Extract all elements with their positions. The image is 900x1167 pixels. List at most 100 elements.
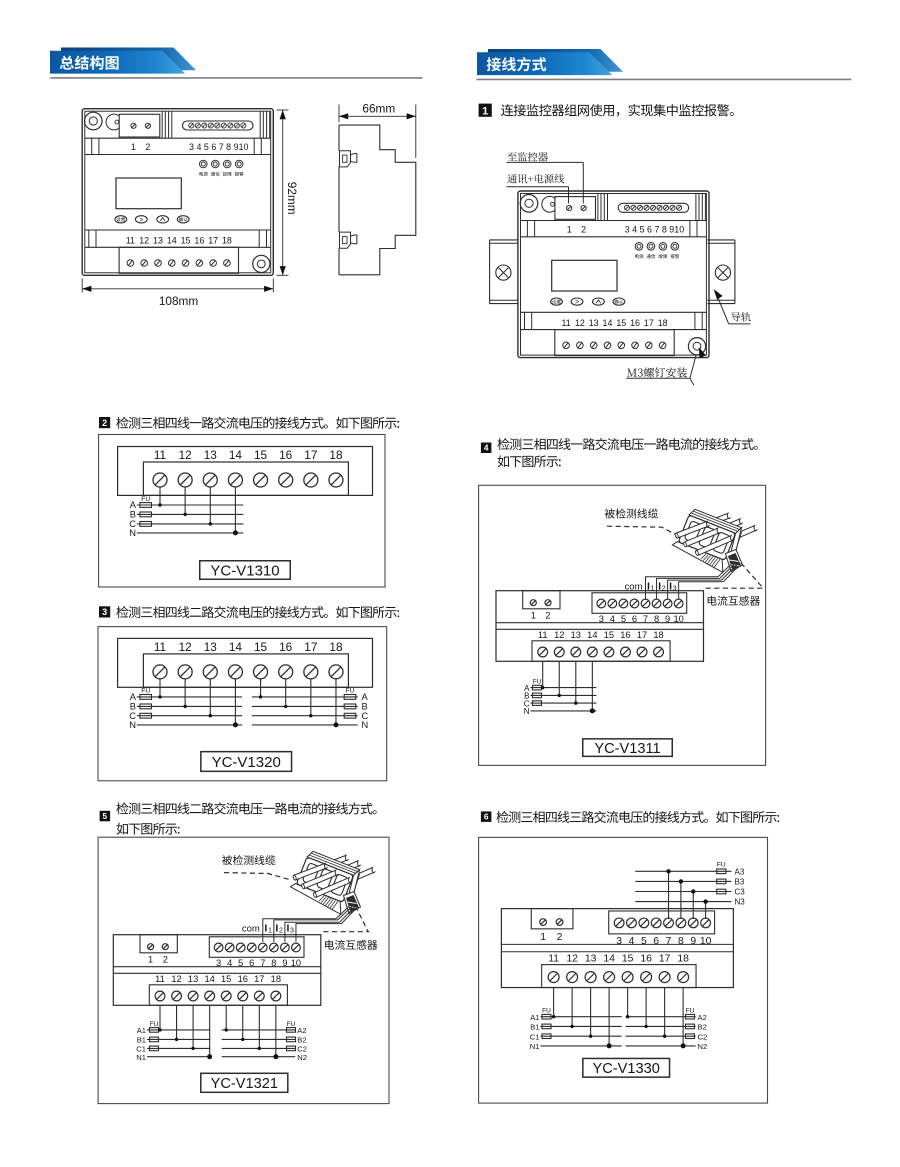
svg-text:16: 16 [620, 630, 630, 640]
svg-text:FU: FU [150, 1021, 159, 1028]
svg-text:I: I [286, 923, 289, 935]
svg-text:B2: B2 [297, 1036, 306, 1045]
svg-text:18: 18 [658, 318, 668, 328]
svg-text:A: A [130, 692, 137, 702]
svg-text:2: 2 [145, 142, 150, 152]
svg-text:C3: C3 [735, 888, 746, 897]
svg-text:17: 17 [637, 630, 647, 640]
svg-text:1: 1 [651, 585, 655, 592]
svg-text:10: 10 [239, 142, 249, 152]
svg-text:5: 5 [103, 811, 108, 821]
svg-text:4: 4 [196, 142, 201, 152]
svg-text:C1: C1 [136, 1045, 146, 1054]
svg-text:16: 16 [640, 954, 652, 965]
svg-text:C: C [524, 699, 530, 708]
svg-text:16: 16 [279, 448, 293, 462]
svg-text:12: 12 [139, 236, 149, 246]
svg-text:11: 11 [126, 236, 135, 246]
svg-text:com: com [242, 924, 260, 935]
svg-text:15: 15 [622, 954, 634, 965]
svg-text:5: 5 [204, 142, 209, 152]
svg-text:6: 6 [249, 958, 254, 968]
svg-text:16: 16 [630, 318, 640, 328]
svg-text:14: 14 [603, 954, 615, 965]
svg-text:1: 1 [148, 955, 153, 965]
svg-text:FU: FU [542, 1008, 551, 1015]
svg-text:N2: N2 [698, 1042, 708, 1051]
svg-text:17: 17 [659, 954, 671, 965]
svg-text:C: C [362, 711, 369, 721]
svg-text:A: A [130, 500, 137, 510]
svg-text:13: 13 [585, 954, 597, 965]
svg-text:15: 15 [604, 630, 614, 640]
svg-text:I: I [275, 923, 278, 935]
svg-text:4: 4 [227, 958, 232, 968]
svg-text:B1: B1 [530, 1023, 539, 1032]
svg-text:8: 8 [662, 224, 667, 234]
svg-text:I: I [658, 581, 661, 593]
svg-text:B1: B1 [137, 1036, 146, 1045]
svg-text:>: > [575, 299, 579, 306]
svg-text:YC-V1321: YC-V1321 [211, 1076, 278, 1092]
svg-text:2: 2 [545, 611, 550, 621]
svg-text:8: 8 [654, 614, 659, 624]
svg-text:9: 9 [690, 936, 696, 947]
svg-text:15: 15 [181, 236, 191, 246]
svg-text:6: 6 [647, 224, 652, 234]
svg-text:6: 6 [484, 812, 489, 822]
svg-text:4: 4 [632, 224, 637, 234]
svg-text:10: 10 [674, 224, 684, 234]
svg-text:I: I [669, 581, 672, 593]
svg-text:1: 1 [567, 224, 572, 234]
svg-text:2: 2 [581, 224, 586, 234]
svg-text:C1: C1 [530, 1032, 540, 1041]
svg-text:15: 15 [616, 318, 626, 328]
svg-text:11: 11 [155, 974, 165, 984]
svg-text:N1: N1 [530, 1042, 540, 1051]
svg-text:FU: FU [141, 688, 150, 695]
svg-text:13: 13 [188, 974, 198, 984]
svg-text:3: 3 [290, 927, 294, 934]
svg-text:7: 7 [654, 224, 659, 234]
svg-text:A2: A2 [698, 1013, 707, 1022]
svg-text:YC-V1320: YC-V1320 [212, 754, 281, 771]
svg-text:N3: N3 [735, 898, 746, 907]
svg-text:11: 11 [154, 448, 166, 462]
svg-text:12: 12 [171, 974, 181, 984]
svg-text:6: 6 [632, 614, 637, 624]
svg-text:12: 12 [554, 630, 564, 640]
svg-text:92mm: 92mm [285, 182, 299, 215]
svg-text:14: 14 [229, 640, 243, 654]
svg-text:12: 12 [179, 448, 192, 462]
svg-text:FU: FU [141, 496, 150, 503]
svg-text:4: 4 [610, 614, 615, 624]
svg-text:1: 1 [131, 142, 136, 152]
svg-text:14: 14 [204, 974, 214, 984]
svg-text:2: 2 [557, 932, 563, 943]
svg-text:A: A [524, 684, 530, 693]
svg-text:B: B [130, 702, 136, 712]
svg-text:com: com [625, 582, 643, 593]
svg-text:C2: C2 [297, 1045, 307, 1054]
svg-text:FU: FU [533, 679, 542, 686]
svg-text:C: C [129, 711, 136, 721]
svg-text:A1: A1 [137, 1026, 146, 1035]
svg-text:12: 12 [575, 318, 585, 328]
svg-text:I: I [647, 581, 650, 593]
svg-text:2: 2 [163, 955, 168, 965]
svg-text:N: N [362, 720, 369, 730]
svg-text:FU: FU [686, 1008, 695, 1015]
svg-text:2: 2 [102, 418, 107, 428]
svg-text:N: N [129, 720, 136, 730]
svg-text:11: 11 [561, 318, 570, 328]
svg-text:11: 11 [154, 640, 166, 654]
svg-text:18: 18 [222, 236, 232, 246]
svg-text:9: 9 [282, 958, 287, 968]
svg-text:A1: A1 [530, 1013, 539, 1022]
svg-text:7: 7 [643, 614, 648, 624]
svg-text:9: 9 [669, 224, 674, 234]
svg-text:2: 2 [662, 585, 666, 592]
svg-text:10: 10 [673, 614, 683, 624]
svg-text:14: 14 [229, 448, 243, 462]
svg-text:3: 3 [102, 607, 107, 617]
